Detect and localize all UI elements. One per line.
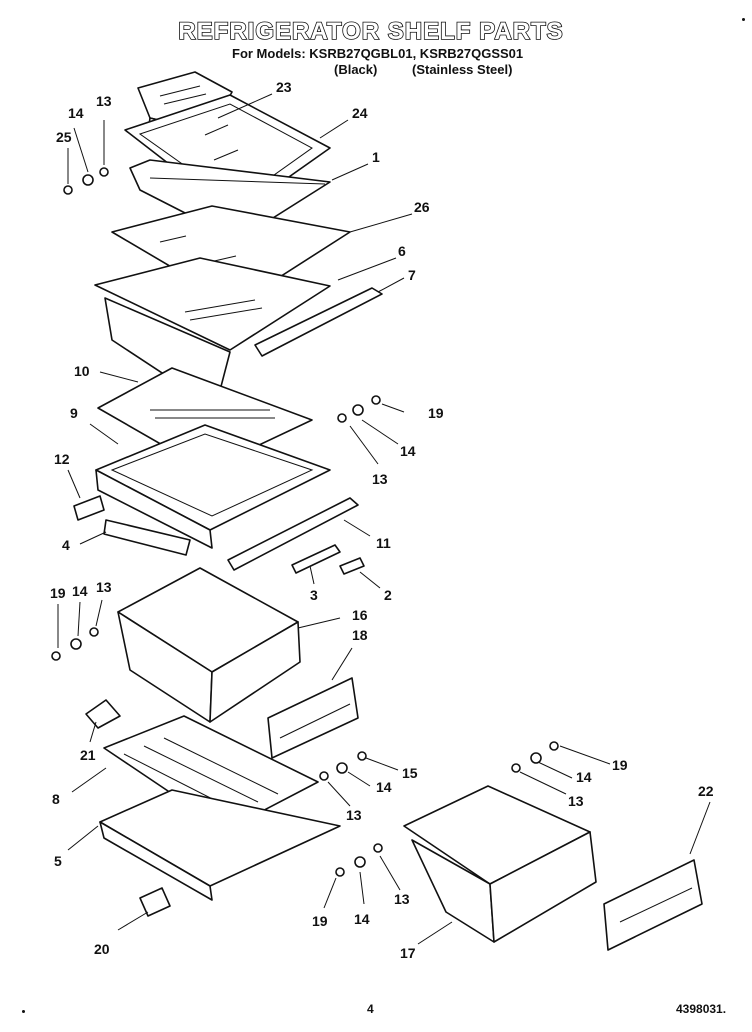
callout-13: 13 [346, 807, 362, 823]
callout-13: 13 [96, 93, 112, 109]
callout-6: 6 [398, 243, 406, 259]
callout-11: 11 [376, 535, 391, 551]
callout-14: 14 [68, 105, 84, 121]
part-20-clip [139, 887, 171, 917]
callout-4: 4 [62, 537, 70, 553]
callout-19: 19 [312, 913, 328, 929]
callout-13: 13 [394, 891, 410, 907]
callout-18: 18 [352, 627, 368, 643]
part-4-support [103, 519, 191, 556]
callout-15: 15 [402, 765, 418, 781]
callout-9: 9 [70, 405, 78, 421]
callout-14: 14 [376, 779, 392, 795]
callout-labels: 23 24 1 14 13 25 26 6 7 10 9 19 14 13 12… [50, 79, 714, 961]
callout-3: 3 [310, 587, 318, 603]
finish-stainless-label: (Stainless Steel) [412, 62, 513, 77]
part-5-lower-frame [99, 789, 341, 901]
callout-20: 20 [94, 941, 110, 957]
callout-17: 17 [400, 945, 416, 961]
corner-dot [742, 18, 745, 21]
callout-14: 14 [354, 911, 370, 927]
part-3-bracket [291, 544, 341, 574]
callout-10: 10 [74, 363, 90, 379]
leader-lines [57, 93, 711, 945]
part-21-divider [85, 699, 121, 729]
part-22-drawer-front [603, 859, 703, 951]
callout-14: 14 [72, 583, 88, 599]
page-number: 4 [367, 1002, 374, 1016]
callout-25: 25 [56, 129, 72, 145]
callout-19: 19 [428, 405, 444, 421]
finish-black-label: (Black) [334, 62, 378, 77]
hardware-screws [51, 167, 559, 877]
part-6-crisper-cover [94, 257, 331, 399]
callout-1: 1 [372, 149, 380, 165]
part-2-bracket [339, 557, 365, 575]
callout-16: 16 [352, 607, 368, 623]
part-7-rail [254, 287, 383, 357]
part-17-pan-drawer [403, 785, 597, 943]
model-numbers: For Models: KSRB27QGBL01, KSRB27QGSS01 [232, 46, 524, 61]
callout-24: 24 [352, 105, 368, 121]
callout-12: 12 [54, 451, 70, 467]
callout-14: 14 [400, 443, 416, 459]
callout-13: 13 [568, 793, 584, 809]
callout-19: 19 [50, 585, 66, 601]
part-11-rail [227, 497, 359, 571]
page-title: REFRIGERATOR SHELF PARTS [178, 17, 564, 46]
callout-7: 7 [408, 267, 416, 283]
callout-13: 13 [96, 579, 112, 595]
callout-23: 23 [276, 79, 292, 95]
part-12-clip [73, 495, 105, 521]
part-18-drawer-front [267, 677, 359, 759]
corner-dot [22, 1010, 25, 1013]
callout-2: 2 [384, 587, 392, 603]
part-1-shelf-frame [129, 159, 331, 241]
callout-21: 21 [80, 747, 96, 763]
callout-26: 26 [414, 199, 430, 215]
part-16-crisper-drawer [117, 567, 301, 723]
part-9-cover-frame [95, 424, 331, 549]
callout-22: 22 [698, 783, 714, 799]
callout-5: 5 [54, 853, 62, 869]
document-number: 4398031. [676, 1002, 727, 1016]
callout-8: 8 [52, 791, 60, 807]
callout-14: 14 [576, 769, 592, 785]
callout-13: 13 [372, 471, 388, 487]
callout-19: 19 [612, 757, 628, 773]
